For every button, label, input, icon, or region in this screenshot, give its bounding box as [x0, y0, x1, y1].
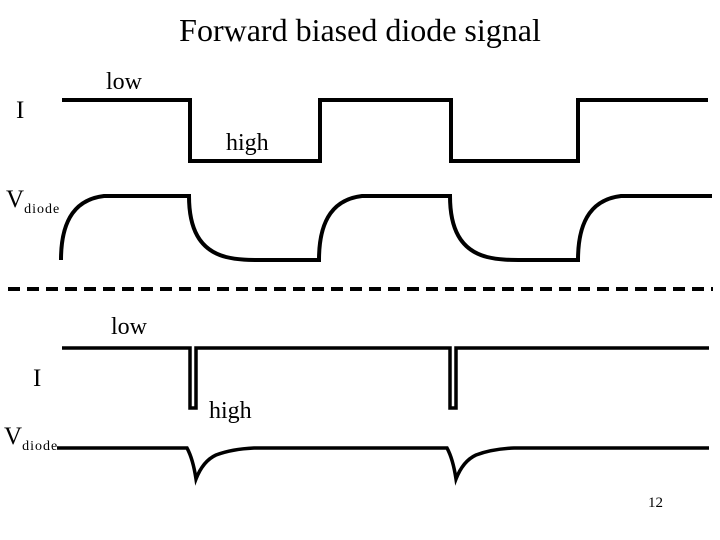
voltage-subscript: diode [24, 202, 61, 217]
voltage-symbol: V [6, 186, 25, 213]
bottom-diode-voltage-waveform [57, 446, 709, 486]
top-current-square-wave [62, 98, 708, 163]
top-current-label: I [16, 97, 25, 124]
voltage-subscript: diode [22, 439, 59, 454]
bottom-current-label: I [33, 365, 42, 392]
top-diode-voltage-waveform [59, 194, 712, 262]
bottom-high-label: high [209, 398, 252, 424]
top-voltage-label: Vdiode [6, 187, 60, 217]
page-number: 12 [648, 495, 663, 511]
voltage-symbol: V [4, 423, 23, 450]
slide-title: Forward biased diode signal [179, 12, 541, 48]
bottom-low-label: low [111, 314, 147, 340]
top-high-label: high [226, 130, 269, 156]
bottom-current-pulse-waveform [62, 346, 709, 410]
top-low-label: low [106, 69, 142, 95]
bottom-voltage-label: Vdiode [4, 424, 58, 454]
